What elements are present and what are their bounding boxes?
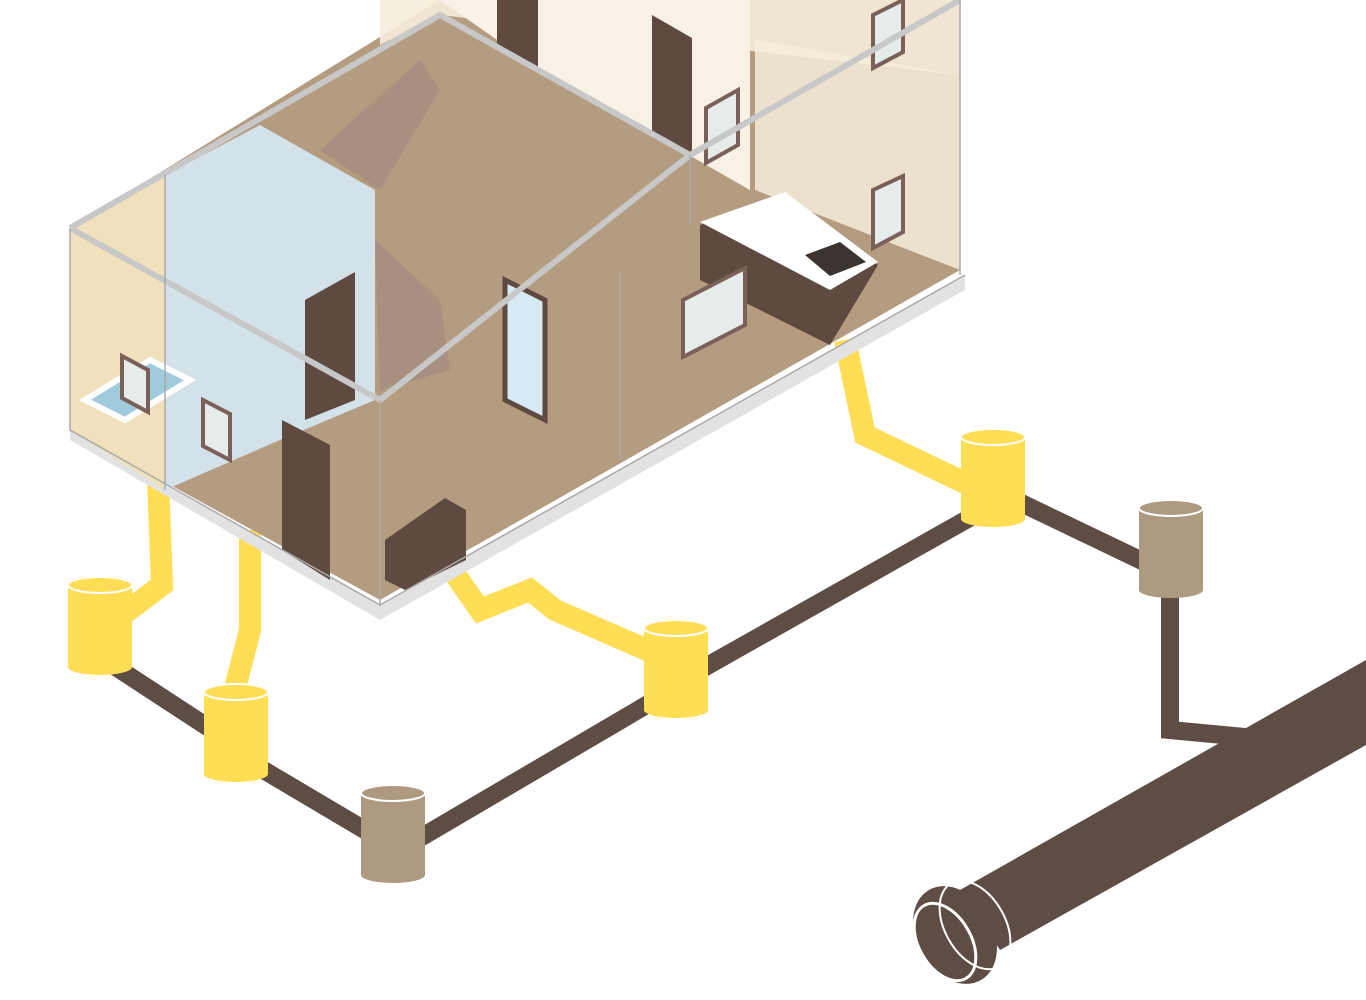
door-3 (502, 275, 548, 425)
house-cutaway (68, 0, 966, 620)
main-sewer-pipe (912, 660, 1366, 984)
door-5 (497, 0, 538, 70)
basin-yellow-3 (643, 619, 709, 718)
manhole-tan-2 (1138, 499, 1204, 598)
stairs (320, 60, 440, 190)
basin-yellow-2 (203, 683, 269, 782)
basin-yellow-1 (67, 576, 133, 675)
stove (805, 242, 866, 276)
cabinet (385, 498, 466, 590)
stairs-lower (375, 240, 450, 390)
door-2 (305, 272, 355, 420)
right-wall (755, 40, 960, 270)
catch-basins (67, 428, 1204, 883)
door-4 (652, 15, 692, 155)
windows (120, 0, 905, 464)
manhole-tan-1 (360, 784, 426, 883)
door-1 (282, 420, 330, 580)
glass-edges (69, 0, 966, 606)
basin-yellow-4 (960, 428, 1026, 527)
